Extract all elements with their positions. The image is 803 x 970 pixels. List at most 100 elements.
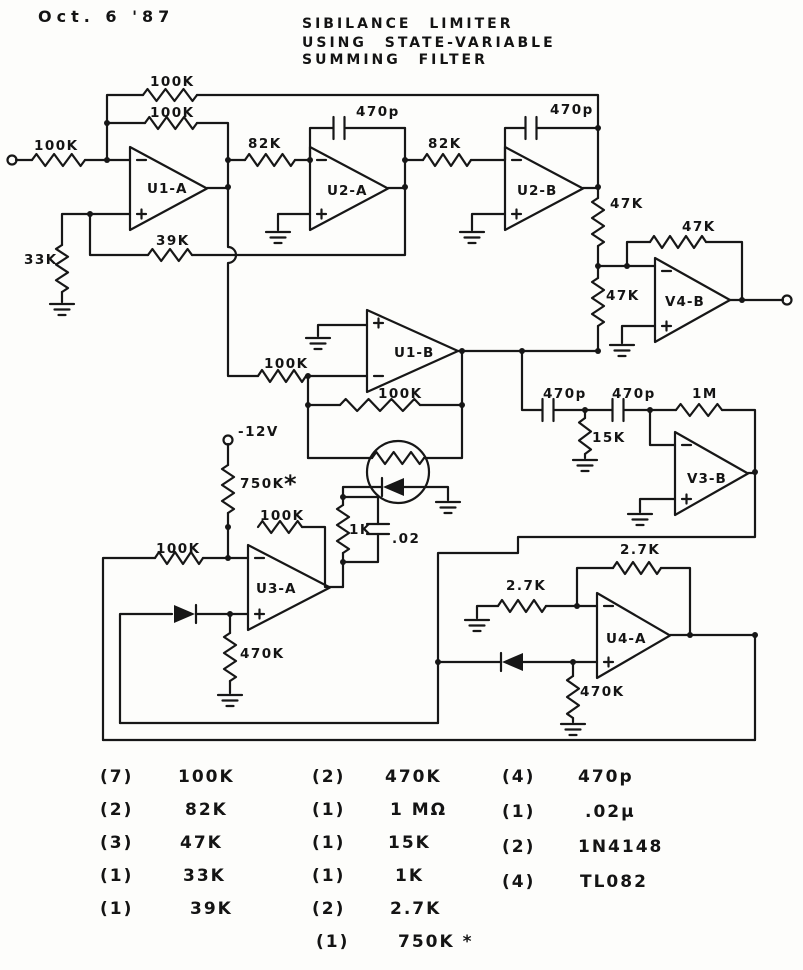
resistor-100k-u1a-feedback <box>143 115 199 131</box>
parts-qty: (2) <box>312 767 345 787</box>
wire <box>60 212 132 304</box>
opamp-v3b <box>673 430 750 517</box>
parts-qty: (1) <box>502 802 535 822</box>
resistor-15k <box>577 416 593 456</box>
opamp-u1b <box>365 308 460 394</box>
wire <box>470 126 600 232</box>
label-resistor: 100K <box>150 74 195 90</box>
opamp-label: V3-B <box>687 471 727 487</box>
label-resistor: 1M <box>692 386 718 402</box>
resistor-2.7k-input <box>496 598 548 614</box>
parts-qty: (2) <box>502 837 535 857</box>
wire <box>436 633 757 742</box>
resistor-2.7k-feedback <box>611 560 663 576</box>
ground-symbol <box>216 693 244 708</box>
label-resistor: 82K <box>428 136 462 152</box>
parts-qty: (1) <box>316 932 349 952</box>
resistor-33k <box>54 243 70 294</box>
resistor-photocell <box>370 450 426 466</box>
parts-qty: (1) <box>312 800 345 820</box>
ground-symbol <box>571 458 599 473</box>
parts-qty: (2) <box>312 899 345 919</box>
parts-value: 33K <box>183 866 226 886</box>
opamp-label: V4-B <box>665 294 705 310</box>
opamp-label: U4-A <box>606 631 646 647</box>
title-line-1: SIBILANCE LIMITER <box>302 16 514 32</box>
wire <box>118 612 250 725</box>
opamp-label: U1-B <box>394 345 434 361</box>
label-resistor: 82K <box>248 136 282 152</box>
opamp-u3a <box>246 543 332 632</box>
opamp-label: U1-A <box>147 181 187 197</box>
parts-value: TL082 <box>580 872 648 892</box>
parts-value: .02μ <box>585 802 636 822</box>
parts-value: 750K * <box>398 932 473 952</box>
label-resistor: 47K <box>610 196 644 212</box>
resistor-39k <box>146 247 194 263</box>
label-resistor: 100K <box>34 138 79 154</box>
ground-symbol <box>264 230 292 245</box>
label-capacitor: 470p <box>550 102 594 118</box>
parts-value: 470p <box>578 767 634 787</box>
opamp-label: U2-A <box>327 183 367 199</box>
junction-dots <box>87 120 758 665</box>
label-resistor: 47K <box>682 219 716 235</box>
label-resistor: 100K <box>150 105 195 121</box>
label-resistor: 2.7K <box>620 542 660 558</box>
label-resistor: 750K <box>240 476 285 492</box>
opamp-u4a <box>595 591 672 680</box>
resistor-100k-lowpass-feedback <box>141 87 199 103</box>
label-resistor: 15K <box>592 430 626 446</box>
label-capacitor: 470p <box>356 104 400 120</box>
ground-symbol <box>559 722 587 737</box>
label-resistor: 470K <box>240 646 285 662</box>
opamp-label: U2-B <box>517 183 557 199</box>
led-optocoupler <box>380 476 404 498</box>
parts-qty: (4) <box>502 872 535 892</box>
parts-qty: (1) <box>100 899 133 919</box>
opamp-v4b <box>653 256 732 344</box>
parts-value: 15K <box>388 833 431 853</box>
ground-symbol <box>463 618 491 633</box>
resistor-47k-2 <box>590 276 606 328</box>
diode-1n4148-u3a <box>174 603 198 625</box>
ground-symbol <box>304 336 332 351</box>
output-terminal <box>781 294 793 306</box>
label-resistor: 1K <box>349 522 372 538</box>
diode-1n4148-u4a <box>499 651 523 673</box>
label-capacitor: .02 <box>392 531 420 547</box>
resistor-750k <box>220 463 236 515</box>
parts-value: 82K <box>185 800 228 820</box>
wire <box>306 349 600 460</box>
wire <box>341 485 450 589</box>
parts-value: 1 MΩ <box>390 800 447 820</box>
resistor-470k-u3a <box>222 631 238 683</box>
capacitor-470p-coupling-1 <box>541 397 555 423</box>
resistor-82k-1 <box>243 152 297 168</box>
wire <box>308 126 407 190</box>
wire <box>88 126 407 257</box>
parts-qty: (4) <box>502 767 535 787</box>
input-terminal <box>6 154 18 166</box>
wire <box>101 721 757 742</box>
capacitor-470p-coupling-2 <box>611 397 625 423</box>
date-note: Oct. 6 '87 <box>38 7 174 26</box>
ground-symbol <box>608 343 636 358</box>
label-capacitor: 470p <box>612 386 656 402</box>
title-line-3: SUMMING FILTER <box>302 52 488 68</box>
label-resistor: 33K <box>24 252 58 268</box>
parts-value: 1K <box>395 866 424 886</box>
parts-value: 39K <box>190 899 233 919</box>
resistor-1k <box>335 503 351 555</box>
parts-qty: (1) <box>312 833 345 853</box>
opamp-u2b <box>503 145 585 232</box>
label-resistor: 100K <box>260 508 305 524</box>
resistor-47k-1 <box>590 196 606 248</box>
wire <box>583 408 677 514</box>
parts-qty: (7) <box>100 767 133 787</box>
label-resistor: 100K <box>378 386 423 402</box>
resistor-100k-input <box>30 152 87 168</box>
parts-qty: (3) <box>100 833 133 853</box>
resistor-470k-u4a <box>565 674 581 720</box>
